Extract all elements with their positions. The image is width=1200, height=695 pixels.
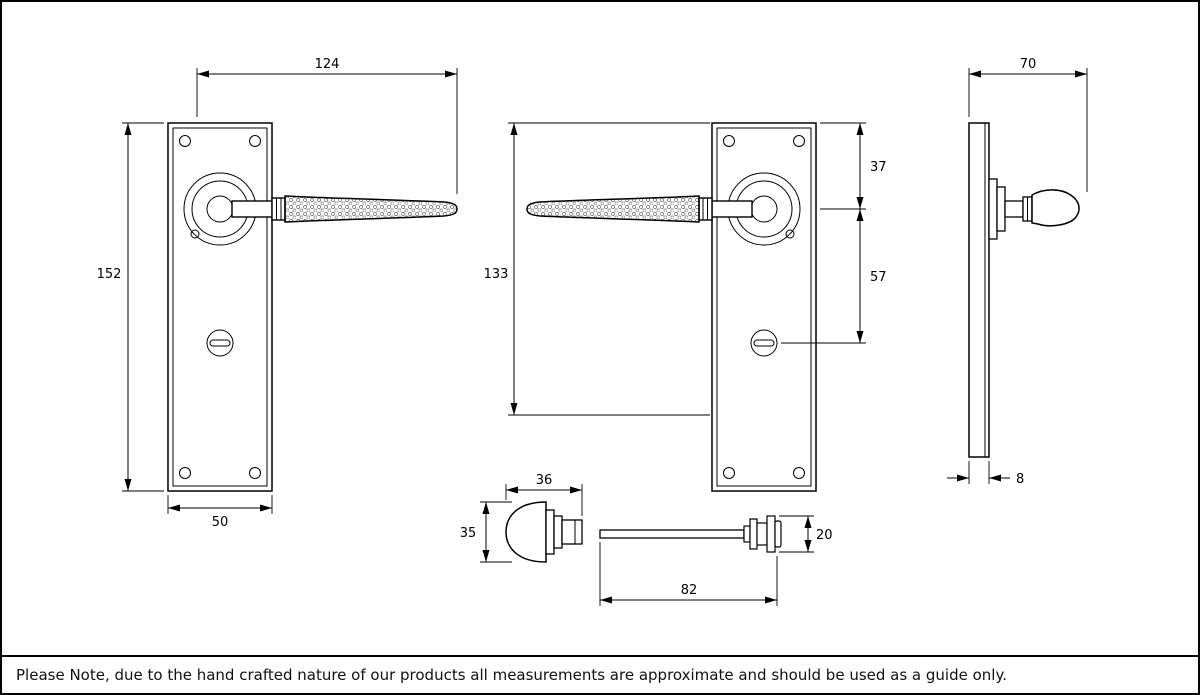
rose-grub-screw [190,229,200,239]
backplate-edge [968,122,990,458]
lever-collar [271,197,286,221]
release-step [749,518,758,550]
bathroom-turn [750,329,778,357]
thumbturn-knob [505,501,547,563]
screw-hole [723,135,735,147]
bathroom-turn-slot [753,339,775,347]
disclaimer-note: Please Note, due to the hand crafted nat… [16,666,1007,684]
backplate [711,122,817,492]
lever-collar [698,197,713,221]
drawing-canvas: 124 152 50 [97,57,1088,606]
dim-label-124: 124 [315,57,340,72]
thumbturn-detail: 36 35 [460,473,583,563]
release-step [743,525,751,543]
rose-grub-screw [785,229,795,239]
thumbturn-collar-step [553,515,563,549]
screw-hole [793,135,805,147]
screw-hole [179,135,191,147]
dim-label-8: 8 [1016,472,1024,487]
lever-grip-hammered [284,195,458,223]
rose-profile [988,178,998,240]
dim-label-57: 57 [870,270,887,285]
screw-hole [179,467,191,479]
bathroom-turn [206,329,234,357]
screw-hole [723,467,735,479]
front-view-lever-right: 124 152 50 [97,57,458,530]
backplate-inner-edge [716,127,812,487]
neck-profile [1004,200,1024,218]
dim-label-70: 70 [1020,57,1037,72]
spindle-detail: 20 82 [599,515,833,606]
release-cap [774,520,782,548]
dim-label-82: 82 [681,583,698,598]
dim-label-20: 20 [816,528,833,543]
lever-grip-hammered [526,195,700,223]
backplate-inner-edge [172,127,268,487]
dim-label-37: 37 [870,160,887,175]
dim-label-133: 133 [484,267,509,282]
dim-label-36: 36 [536,473,553,488]
release-disc [766,515,776,553]
spindle-bar [599,529,745,539]
backplate [167,122,273,492]
rose-profile-step [996,186,1006,232]
lever-neck [231,200,273,218]
front-view-lever-left: 133 37 57 [484,122,887,492]
thumbturn-collar [545,509,555,555]
note-bar: Please Note, due to the hand crafted nat… [2,655,1198,693]
lever-neck [711,200,753,218]
dim-label-35: 35 [460,526,477,541]
screw-hole [249,135,261,147]
dim-label-50: 50 [212,515,229,530]
thumbturn-barrel [561,519,583,545]
side-view: 70 8 [947,57,1088,487]
screw-hole [249,467,261,479]
release-step [756,522,768,546]
grip-end-profile [1031,189,1080,227]
dim-label-152: 152 [97,267,122,282]
screw-hole [793,467,805,479]
bathroom-turn-slot [209,339,231,347]
